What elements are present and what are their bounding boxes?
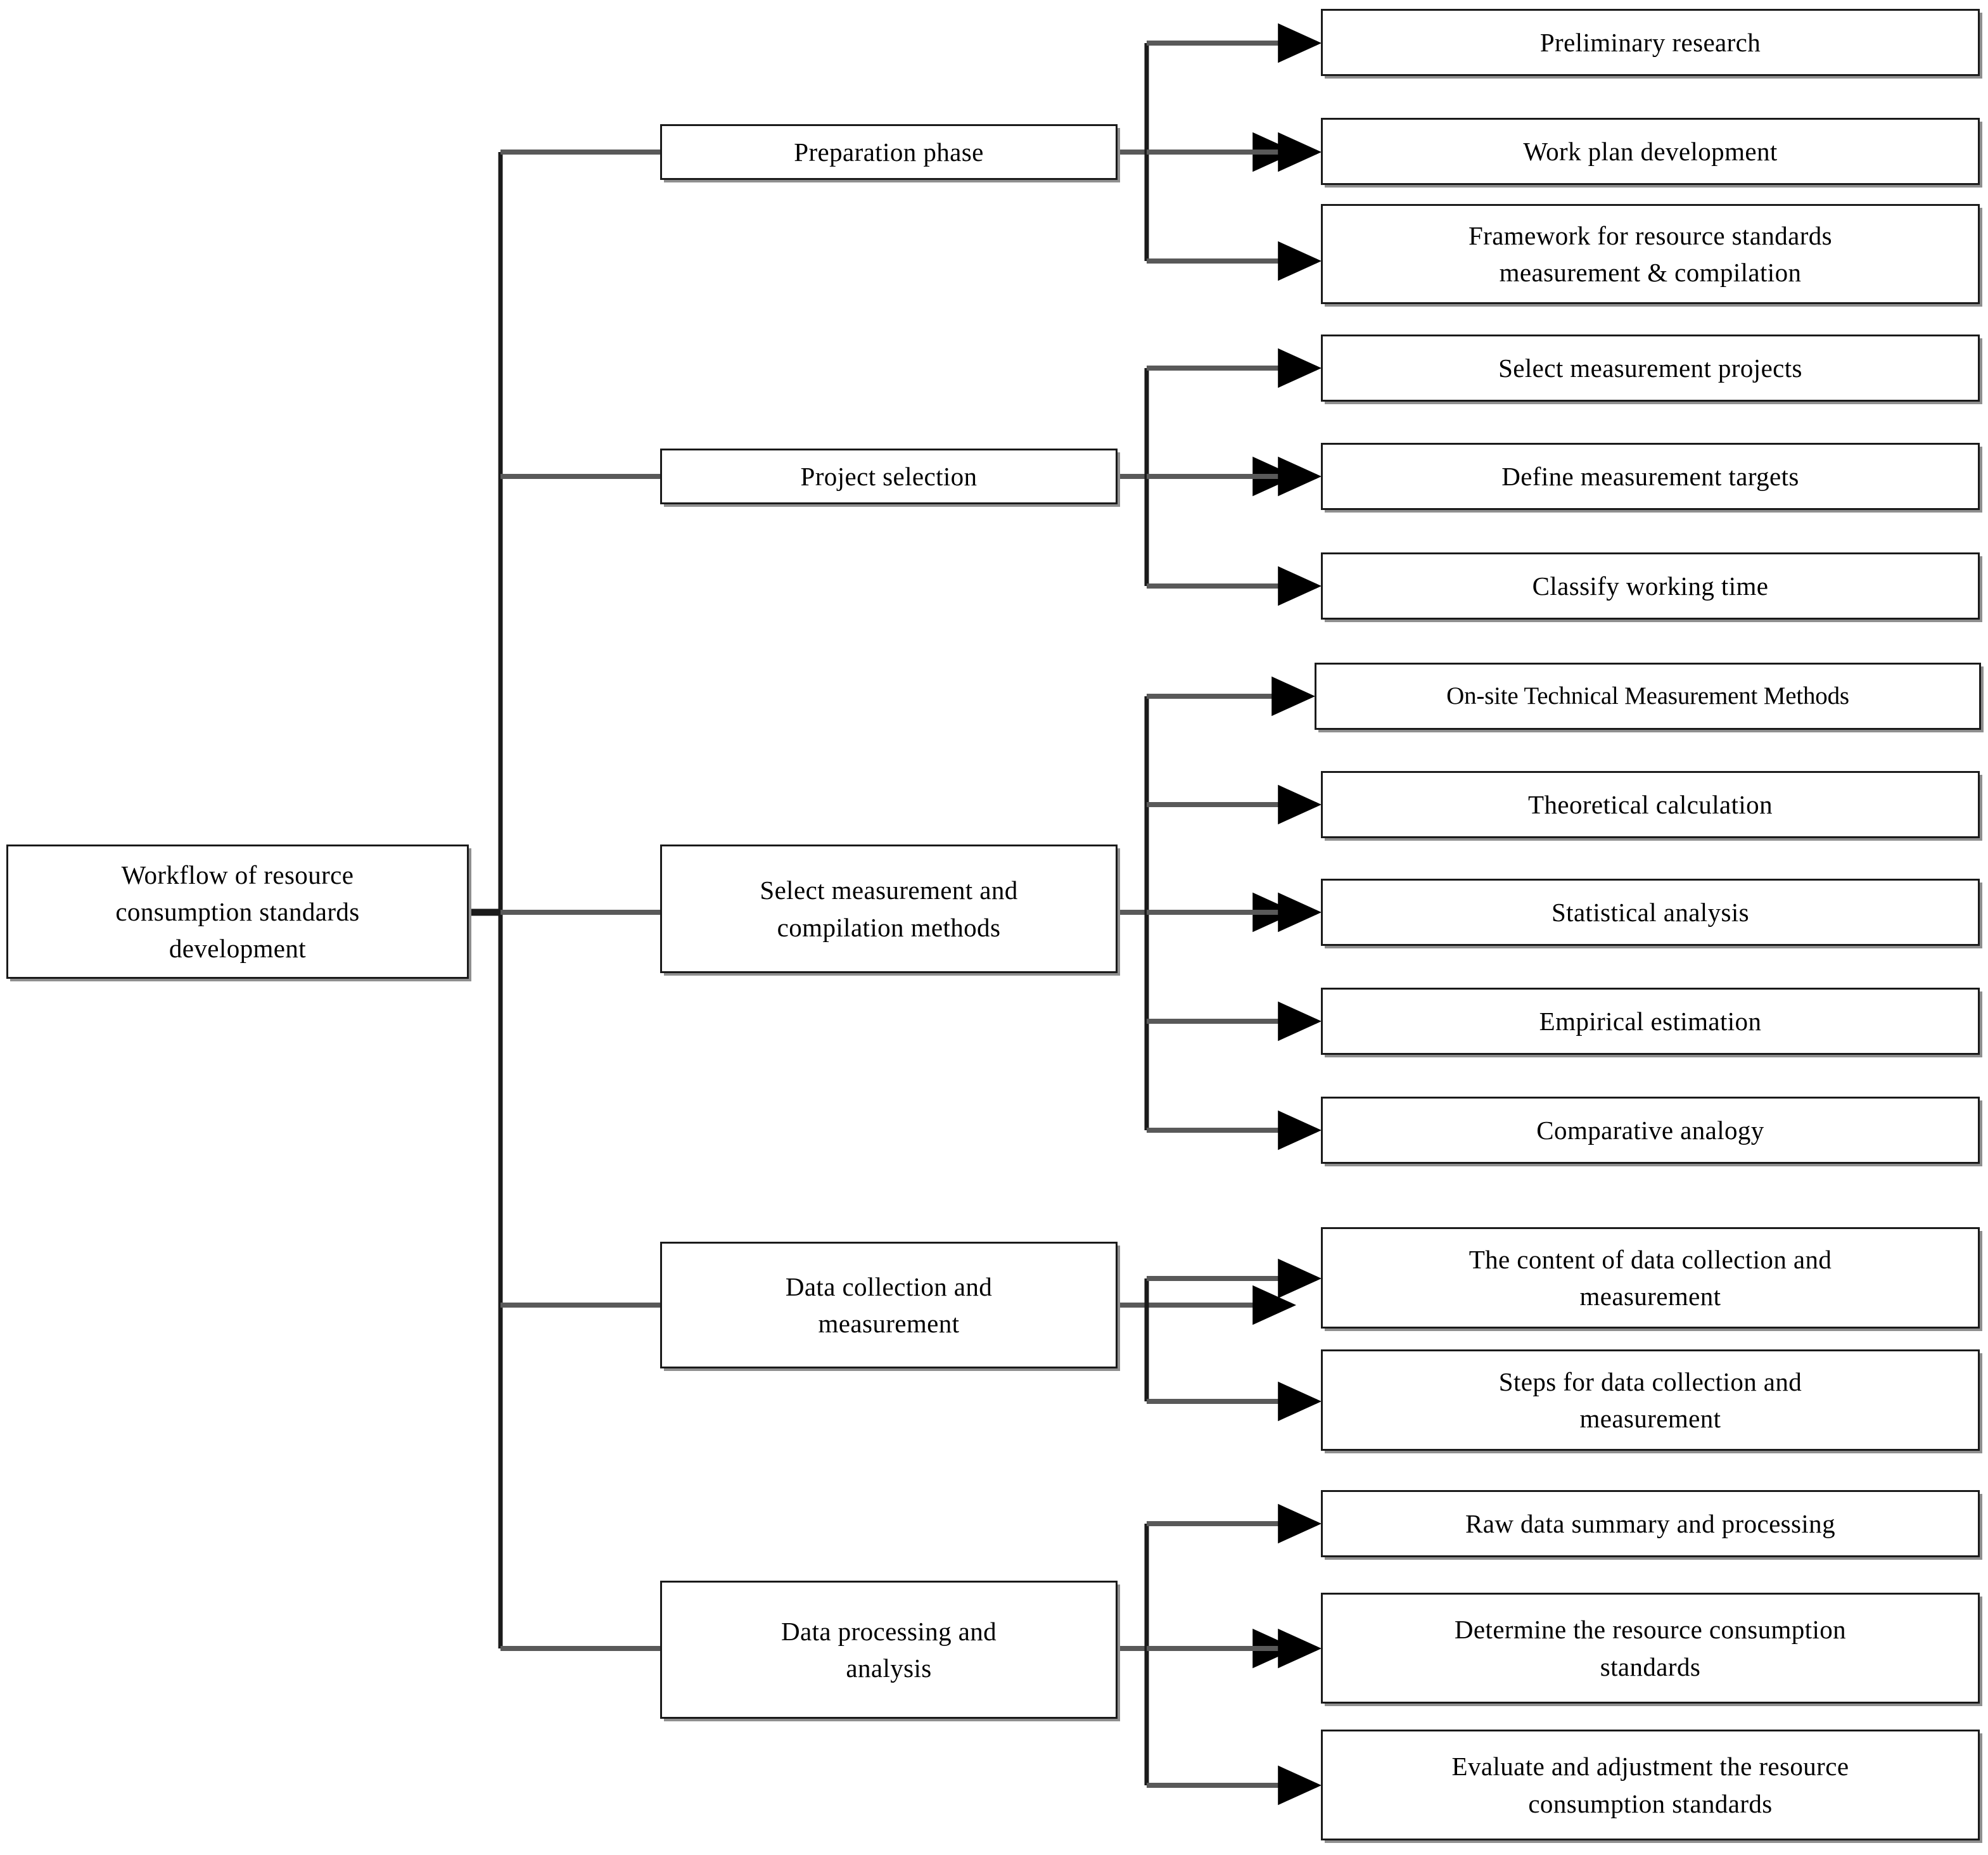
node-evaluate-and-adjustment-the-resource-consumption-standards[interactable]: Evaluate and adjustment the resource con… xyxy=(1321,1730,1980,1840)
node-theoretical-calculation-label: Theoretical calculation xyxy=(1528,789,1773,819)
node-content-of-data-collection-label: The content of data collection and measu… xyxy=(1469,1244,1832,1311)
node-evaluate-and-adjustment-label: Evaluate and adjustment the resource con… xyxy=(1451,1752,1849,1818)
node-data-collection-and-measurement[interactable]: Data collection and measurement xyxy=(660,1242,1118,1368)
node-theoretical-calculation[interactable]: Theoretical calculation xyxy=(1321,771,1980,838)
node-statistical-analysis[interactable]: Statistical analysis xyxy=(1321,879,1980,946)
node-data-processing-label: Data processing and analysis xyxy=(781,1616,997,1683)
node-select-measurement-and-compilation-methods[interactable]: Select measurement and compilation metho… xyxy=(660,845,1118,973)
node-comparative-analogy[interactable]: Comparative analogy xyxy=(1321,1097,1980,1164)
node-work-plan-development-label: Work plan development xyxy=(1523,136,1778,166)
connector-spine-select-methods xyxy=(1144,676,1322,1151)
node-framework-label: Framework for resource standards measure… xyxy=(1468,220,1833,287)
node-classify-working-time-label: Classify working time xyxy=(1532,571,1769,601)
node-on-site-technical-measurement-methods-label: On-site Technical Measurement Methods xyxy=(1446,682,1849,710)
connector-spine-data-processing xyxy=(1144,1503,1322,1806)
node-raw-data-summary-label: Raw data summary and processing xyxy=(1465,1508,1835,1538)
node-determine-resource-consumption-standards-label: Determine the resource consumption stand… xyxy=(1454,1615,1847,1681)
node-work-plan-development[interactable]: Work plan development xyxy=(1321,118,1980,185)
connector-spine-preparation xyxy=(1144,23,1322,281)
node-classify-working-time[interactable]: Classify working time xyxy=(1321,552,1980,620)
node-root-label: Workflow of resource consumption standar… xyxy=(115,860,360,964)
connector-spine-data-collection xyxy=(1144,1258,1322,1422)
node-preparation-phase-label: Preparation phase xyxy=(794,137,984,167)
node-empirical-estimation-label: Empirical estimation xyxy=(1539,1006,1762,1036)
node-preliminary-research[interactable]: Preliminary research xyxy=(1321,9,1980,76)
node-project-selection-label: Project selection xyxy=(800,461,978,491)
node-statistical-analysis-label: Statistical analysis xyxy=(1551,897,1750,927)
node-root[interactable]: Workflow of resource consumption standar… xyxy=(6,845,469,979)
node-content-of-data-collection-and-measurement[interactable]: The content of data collection and measu… xyxy=(1321,1227,1980,1329)
node-data-processing-and-analysis[interactable]: Data processing and analysis xyxy=(660,1581,1118,1719)
node-on-site-technical-measurement-methods[interactable]: On-site Technical Measurement Methods xyxy=(1315,663,1981,730)
node-preliminary-research-label: Preliminary research xyxy=(1539,27,1761,57)
connector-spine-project-selection xyxy=(1144,348,1322,606)
node-determine-the-resource-consumption-standards[interactable]: Determine the resource consumption stand… xyxy=(1321,1593,1980,1704)
node-preparation-phase[interactable]: Preparation phase xyxy=(660,124,1118,180)
node-raw-data-summary-and-processing[interactable]: Raw data summary and processing xyxy=(1321,1490,1980,1557)
node-framework-for-resource-standards[interactable]: Framework for resource standards measure… xyxy=(1321,204,1980,304)
node-select-methods-label: Select measurement and compilation metho… xyxy=(760,876,1018,942)
node-define-measurement-targets[interactable]: Define measurement targets xyxy=(1321,443,1980,510)
node-steps-for-data-collection-and-measurement[interactable]: Steps for data collection and measuremen… xyxy=(1321,1349,1980,1451)
node-project-selection[interactable]: Project selection xyxy=(660,449,1118,504)
node-empirical-estimation[interactable]: Empirical estimation xyxy=(1321,988,1980,1055)
node-steps-for-data-collection-label: Steps for data collection and measuremen… xyxy=(1498,1367,1802,1433)
node-select-measurement-projects[interactable]: Select measurement projects xyxy=(1321,335,1980,402)
node-comparative-analogy-label: Comparative analogy xyxy=(1536,1115,1764,1145)
node-define-measurement-targets-label: Define measurement targets xyxy=(1501,461,1799,491)
node-select-measurement-projects-label: Select measurement projects xyxy=(1498,353,1802,383)
node-data-collection-label: Data collection and measurement xyxy=(785,1272,993,1338)
